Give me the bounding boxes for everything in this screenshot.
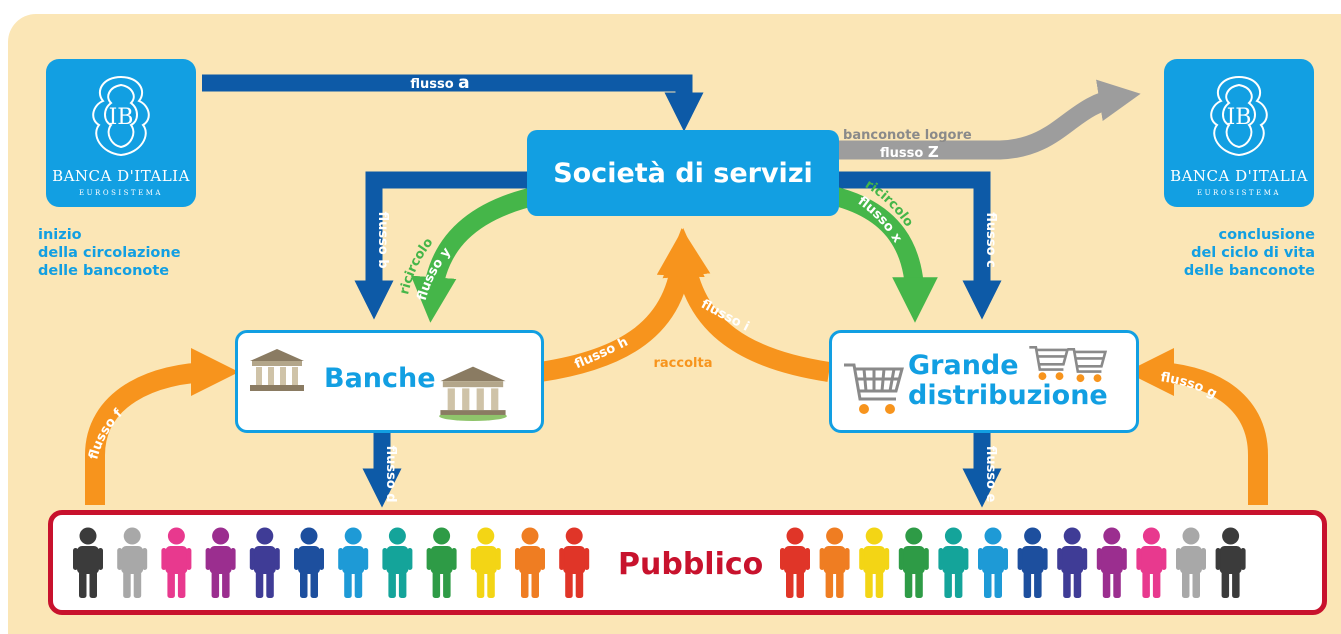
- flow-h-arrow: [538, 228, 705, 382]
- bank-subtitle: EUROSISTEMA: [79, 189, 163, 197]
- caption-end: conclusione del ciclo di vita delle banc…: [1183, 227, 1315, 279]
- person-icon: [559, 527, 590, 598]
- person-icon: [205, 527, 236, 598]
- svg-text:IB: IB: [109, 105, 134, 130]
- flow-g-arrow: [1126, 348, 1268, 505]
- pubblico-node: Pubblico: [48, 510, 1327, 615]
- banche-label: Banche: [324, 363, 436, 394]
- person-icon: [1057, 527, 1088, 598]
- flow-x-arrow: [827, 185, 938, 323]
- caption-start: inizio della circolazione delle banconot…: [38, 227, 181, 279]
- flow-y-arrow: [410, 185, 543, 323]
- bank-name: BANCA D'ITALIA: [52, 167, 190, 185]
- bank-building-icon: [439, 366, 507, 421]
- flow-z-arrow: [838, 79, 1141, 160]
- person-icon: [780, 527, 810, 598]
- flow-i-arrow: [662, 228, 831, 382]
- person-icon: [938, 527, 969, 598]
- person-icon: [1176, 527, 1206, 598]
- person-icon: [73, 527, 103, 598]
- flow-b-arrow: [354, 171, 527, 320]
- person-icon: [338, 527, 369, 598]
- person-icon: [515, 527, 545, 598]
- pubblico-label: Pubblico: [618, 547, 764, 582]
- flow-e-label: flusso e: [983, 446, 998, 503]
- banca-italia-logo-right: IB BANCA D'ITALIA EUROSISTEMA: [1164, 59, 1314, 207]
- flow-f-arrow: [85, 348, 239, 505]
- person-icon: [1096, 527, 1127, 598]
- svg-text:IB: IB: [1227, 105, 1252, 130]
- bank-name: BANCA D'ITALIA: [1170, 167, 1308, 185]
- banconote-logore-label: banconote logore: [843, 128, 972, 143]
- person-icon: [1017, 527, 1048, 598]
- person-icon: [859, 527, 890, 598]
- banche-node: Banche: [235, 330, 544, 433]
- person-icon: [249, 527, 280, 598]
- banca-italia-seal-icon: IB: [1210, 75, 1268, 157]
- flow-c-label: flusso c: [983, 212, 998, 268]
- flow-z-label: flusso Z: [880, 143, 939, 161]
- shopping-cart-icon: [1067, 347, 1108, 383]
- flow-d-label: flusso d: [383, 445, 398, 502]
- flow-a-label: flusso a: [410, 73, 469, 93]
- person-icon: [294, 527, 324, 598]
- flow-b-label: flusso b: [375, 211, 390, 268]
- raccolta-label: raccolta: [654, 356, 713, 371]
- shopping-cart-icon: [844, 363, 904, 414]
- person-icon: [819, 527, 850, 598]
- shopping-cart-icon: [1029, 345, 1070, 381]
- person-icon: [117, 527, 148, 598]
- bank-building-icon: [250, 349, 304, 391]
- bank-subtitle: EUROSISTEMA: [1197, 189, 1281, 197]
- person-icon: [978, 527, 1008, 598]
- grande-distribuzione-node: Grande distribuzione: [829, 330, 1139, 433]
- person-icon: [898, 527, 929, 598]
- person-icon: [470, 527, 501, 598]
- person-icon: [1215, 527, 1246, 598]
- banca-italia-logo-left: IB BANCA D'ITALIA EUROSISTEMA: [46, 59, 196, 207]
- person-icon: [161, 527, 192, 598]
- flow-a-arrow: [202, 74, 704, 132]
- person-icon: [426, 527, 457, 598]
- societa-di-servizi-node: Società di servizi: [527, 130, 839, 216]
- banca-italia-seal-icon: IB: [92, 75, 150, 157]
- grande-distribuzione-label: Grande distribuzione: [908, 350, 1108, 411]
- people-row: [73, 527, 1246, 598]
- person-icon: [1136, 527, 1167, 598]
- person-icon: [382, 527, 413, 598]
- flow-c-arrow: [839, 171, 1002, 320]
